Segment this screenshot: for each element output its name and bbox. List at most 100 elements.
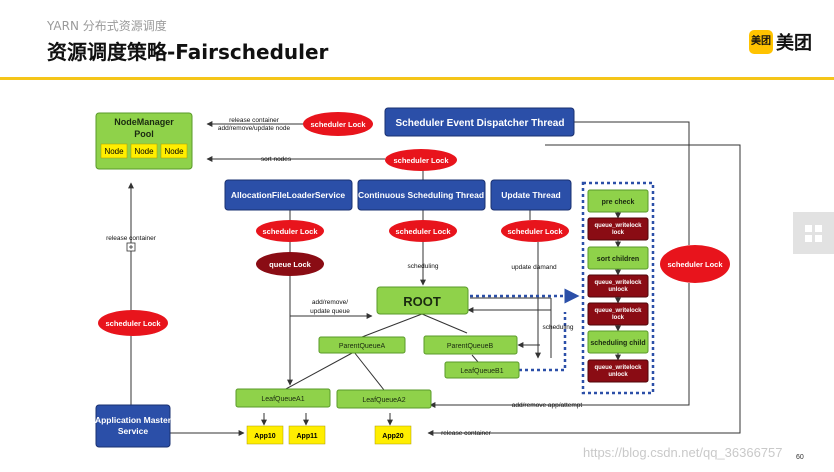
arrow-release-container-bottom xyxy=(427,144,741,436)
continuous-label: Continuous Scheduling Thread xyxy=(358,190,484,200)
dotted-leafb1-connector xyxy=(519,312,567,372)
tree-root-parenta xyxy=(361,313,423,338)
queue-tree: ROOT ParentQueueA ParentQueueB LeafQueue… xyxy=(235,286,520,409)
continuous-box xyxy=(357,179,486,211)
connectors xyxy=(128,121,741,436)
step-label-3-1: unlock xyxy=(608,287,628,293)
tree-parenta-leafa1 xyxy=(283,351,355,391)
leaf-queue-a2-box xyxy=(336,389,432,409)
apps: App10 App11 App20 xyxy=(246,425,412,445)
logo-text: 美团 xyxy=(776,33,812,54)
app-label: App20 xyxy=(382,433,404,440)
meituan-logo: 美团 美团 xyxy=(749,29,812,55)
app-label: App11 xyxy=(296,433,317,440)
step-box-4 xyxy=(587,302,649,326)
edge-labels: release container add/remove/update node… xyxy=(106,117,582,437)
leaf-queue-a2-label: LeafQueueA2 xyxy=(362,397,405,404)
scheduler-lock-label: scheduler Lock xyxy=(393,156,449,165)
leaf-queue-a1-box xyxy=(235,388,331,408)
slide-subtitle: YARN 分布式资源调度 xyxy=(47,19,167,33)
queue-lock-ellipse xyxy=(256,252,324,276)
step-label-3-0: queue_writelock xyxy=(594,280,642,286)
label-release-add-1: release container xyxy=(229,117,280,124)
app-master-line1: Application Master xyxy=(95,415,172,425)
step-label-6-0: queue_writelock xyxy=(594,365,642,371)
app-box xyxy=(288,425,326,445)
scheduler-lock-ellipse xyxy=(385,149,457,171)
tree-parenta-leafa2 xyxy=(353,351,385,391)
label-add-remove-app: add/remove app/attempt xyxy=(512,402,583,409)
step-label-2-0: sort children xyxy=(597,256,639,263)
collapse-icon xyxy=(126,242,136,252)
node-label: Node xyxy=(134,147,154,156)
dispatcher-label: Scheduler Event Dispatcher Thread xyxy=(396,118,565,129)
label-release-container-bottom: release container xyxy=(441,430,492,437)
node-box xyxy=(100,143,128,159)
tree-parentb-leafb1 xyxy=(471,354,479,363)
root-label: ROOT xyxy=(403,294,441,309)
nodemanager-line1: NodeManager xyxy=(114,117,174,127)
node-label: Node xyxy=(164,147,184,156)
line-dispatcher-right xyxy=(573,121,690,245)
parent-queue-a-box xyxy=(318,336,406,354)
label-scheduling: scheduling xyxy=(407,263,438,270)
leaf-queue-a1-label: LeafQueueA1 xyxy=(261,396,304,403)
update-thread-label: Update Thread xyxy=(501,190,561,200)
label-add-remove-update-2: update queue xyxy=(310,308,350,315)
leaf-queue-b1-box xyxy=(444,361,520,379)
allocation-label: AllocationFileLoaderService xyxy=(231,190,346,200)
scheduler-lock-ellipse xyxy=(501,220,569,242)
scheduler-lock-ellipse xyxy=(256,220,324,242)
scheduler-lock-ellipse xyxy=(389,220,457,242)
scheduler-lock-ellipse xyxy=(660,245,730,283)
watermark: https://blog.csdn.net/qq_36366757 xyxy=(583,445,783,460)
node-box xyxy=(130,143,158,159)
queue-lock-label: queue Lock xyxy=(269,260,312,269)
scheduler-lock-ellipse xyxy=(98,310,168,336)
parent-queue-b-label: ParentQueueB xyxy=(447,343,494,350)
label-release-add-2: add/remove/update node xyxy=(218,125,291,132)
logo-badge: 美团 xyxy=(749,30,773,54)
allocation-box xyxy=(224,179,353,211)
scheduler-lock-label: scheduler Lock xyxy=(507,227,563,236)
app-label: App10 xyxy=(254,433,276,440)
scheduler-lock-label: scheduler Lock xyxy=(310,120,366,129)
steps-dotted-frame xyxy=(581,181,655,395)
page-number: 60 xyxy=(796,454,804,461)
scheduler-locks: scheduler Lock scheduler Lock scheduler … xyxy=(98,112,730,336)
parent-queue-b-box xyxy=(423,335,518,355)
tree-root-parentb xyxy=(421,313,468,334)
scheduler-lock-label: scheduler Lock xyxy=(667,260,723,269)
label-update-demand: update damand xyxy=(511,264,557,271)
nodemanager-line2: Pool xyxy=(134,129,154,139)
side-grid-button[interactable] xyxy=(793,212,834,254)
step-label-0-0: pre check xyxy=(602,199,635,206)
scheduler-lock-ellipse xyxy=(303,112,373,136)
label-scheduling-right: scheduling xyxy=(542,324,573,331)
app-box xyxy=(246,425,284,445)
app-box xyxy=(374,425,412,445)
parent-queue-a-label: ParentQueueA xyxy=(339,343,386,350)
step-box-6 xyxy=(587,359,649,383)
arrow-add-remove-app xyxy=(429,283,690,408)
step-label-5-0: scheduling child xyxy=(590,340,645,347)
step-label-6-1: unlock xyxy=(608,372,628,378)
update-thread-box xyxy=(490,179,572,211)
header-divider xyxy=(0,77,834,80)
step-label-4-1: lock xyxy=(612,315,625,321)
scheduler-lock-label: scheduler Lock xyxy=(395,227,451,236)
scheduler-lock-label: scheduler Lock xyxy=(262,227,318,236)
step-label-1-1: lock xyxy=(612,230,625,236)
nodemanager-pool: NodeManager Pool Node Node Node xyxy=(95,112,193,170)
slide-header: YARN 分布式资源调度 资源调度策略-Fairscheduler 美团 美团 xyxy=(0,0,834,82)
step-box-1 xyxy=(587,217,649,241)
label-release-container: release container xyxy=(106,235,157,242)
step-label-1-0: queue_writelock xyxy=(594,223,642,229)
app-master-line2: Service xyxy=(118,426,149,436)
step-box-3 xyxy=(587,274,649,298)
node-box xyxy=(160,143,188,159)
node-label: Node xyxy=(104,147,124,156)
leaf-queue-b1-label: LeafQueueB1 xyxy=(460,368,503,375)
